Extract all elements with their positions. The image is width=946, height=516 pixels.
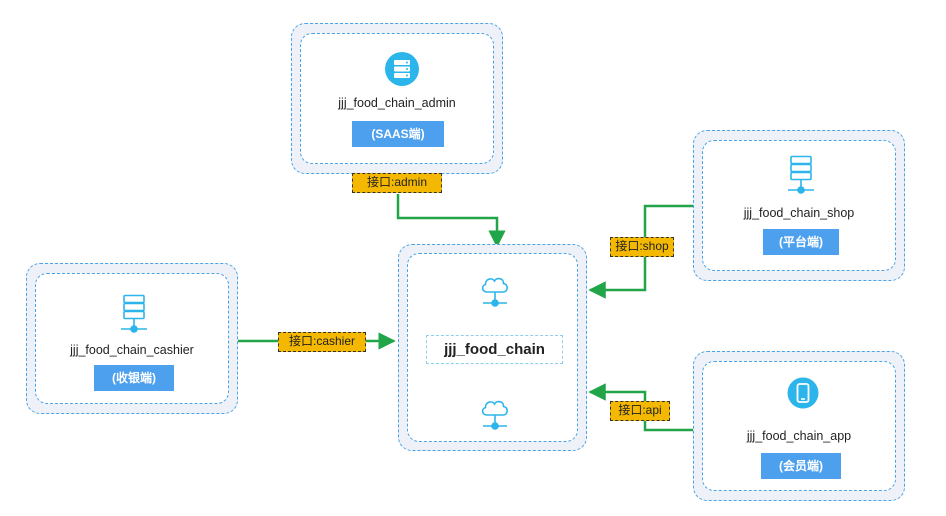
shop-node-title: jjj_food_chain_shop bbox=[743, 206, 855, 220]
admin-node-title: jjj_food_chain_admin bbox=[338, 96, 456, 110]
server-network-icon bbox=[787, 155, 815, 200]
app-node-title: jjj_food_chain_app bbox=[746, 429, 852, 443]
interface-shop-label: 接口:shop bbox=[610, 237, 674, 257]
cashier-node-tag: (收银端) bbox=[94, 365, 174, 391]
shop-node[interactable]: jjj_food_chain_shop (平台端) bbox=[693, 130, 905, 281]
cloud-network-icon bbox=[480, 397, 510, 436]
app-node[interactable]: jjj_food_chain_app (会员端) bbox=[693, 351, 905, 501]
cloud-network-icon bbox=[480, 274, 510, 313]
admin-connector bbox=[396, 194, 506, 248]
app-node-inner: jjj_food_chain_app (会员端) bbox=[702, 361, 896, 491]
interface-api-label: 接口:api bbox=[610, 401, 670, 421]
admin-node-inner: jjj_food_chain_admin (SAAS端) bbox=[300, 33, 494, 164]
center-node-title: jjj_food_chain bbox=[426, 335, 563, 364]
interface-cashier-label: 接口:cashier bbox=[278, 332, 366, 352]
cashier-node-title: jjj_food_chain_cashier bbox=[70, 343, 194, 357]
shop-node-tag: (平台端) bbox=[763, 229, 839, 255]
admin-node-tag: (SAAS端) bbox=[352, 121, 444, 147]
cashier-node[interactable]: jjj_food_chain_cashier (收银端) bbox=[26, 263, 238, 414]
app-node-tag: (会员端) bbox=[761, 453, 841, 479]
interface-admin-label: 接口:admin bbox=[352, 173, 442, 193]
mobile-phone-icon bbox=[787, 377, 819, 414]
cashier-node-inner: jjj_food_chain_cashier (收银端) bbox=[35, 273, 229, 404]
server-network-icon bbox=[120, 294, 148, 339]
shop-node-inner: jjj_food_chain_shop (平台端) bbox=[702, 140, 896, 271]
server-icon bbox=[384, 51, 420, 92]
admin-node[interactable]: jjj_food_chain_admin (SAAS端) bbox=[291, 23, 503, 174]
